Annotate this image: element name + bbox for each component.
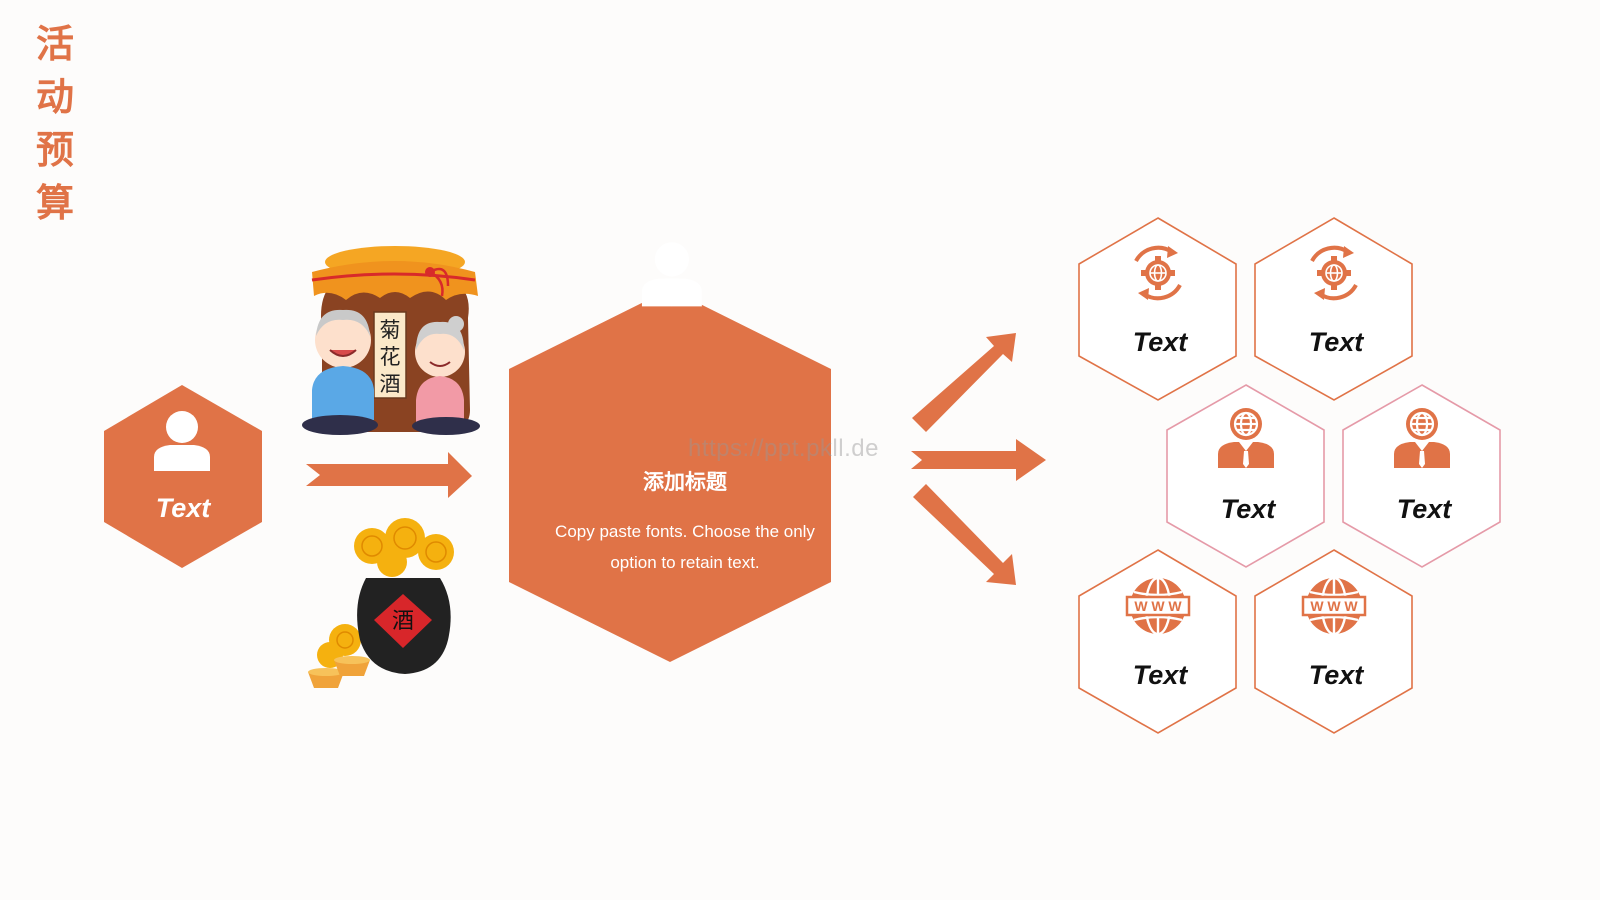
center-hex-title: 添加标题 — [643, 470, 727, 494]
right-hex-label: Text — [1132, 327, 1188, 357]
hex-bottom-left — [1078, 549, 1237, 734]
hex-mid-right — [1342, 384, 1501, 568]
pot-label: 酒 — [392, 609, 414, 634]
right-hex-label: Text — [1308, 327, 1364, 357]
branch-arrows — [911, 333, 1046, 585]
watermark: https://ppt.pkll.de — [688, 435, 879, 462]
arrow-right — [911, 439, 1046, 481]
arrow-up-right — [912, 333, 1016, 432]
businessman-globe-icon — [640, 241, 704, 308]
hex-top-right — [1254, 217, 1413, 401]
hex-mid-left — [1166, 384, 1325, 568]
right-hex-label: Text — [1396, 494, 1452, 524]
right-hex-label: Text — [1308, 660, 1364, 690]
center-hexagon — [509, 289, 831, 662]
title-char: 算 — [35, 181, 74, 225]
title-char: 活 — [35, 22, 74, 66]
right-hex-cluster — [1078, 217, 1501, 734]
jar-label-char: 花 — [380, 345, 401, 369]
title-char: 预 — [35, 128, 74, 172]
right-hex-label: Text — [1220, 494, 1276, 524]
jar-label-char: 菊 — [380, 318, 401, 342]
chrysanthemum-wine-jar-illustration: 菊 花 酒 — [302, 246, 480, 435]
wine-pot-chrysanthemum-illustration: 酒 — [308, 518, 454, 688]
jar-label-char: 酒 — [380, 372, 401, 396]
left-hex-label: Text — [155, 493, 211, 523]
slide-title: 活 动 预 算 — [30, 18, 80, 230]
title-char: 动 — [35, 75, 74, 119]
left-hexagon — [104, 385, 262, 568]
hex-bottom-right — [1254, 549, 1413, 734]
flow-arrow-right — [306, 452, 472, 498]
hex-top-left — [1078, 217, 1237, 401]
center-hex-body: Copy paste fonts. Choose the only option… — [555, 522, 815, 572]
right-hex-label: Text — [1132, 660, 1188, 690]
arrow-down-right — [913, 484, 1016, 585]
